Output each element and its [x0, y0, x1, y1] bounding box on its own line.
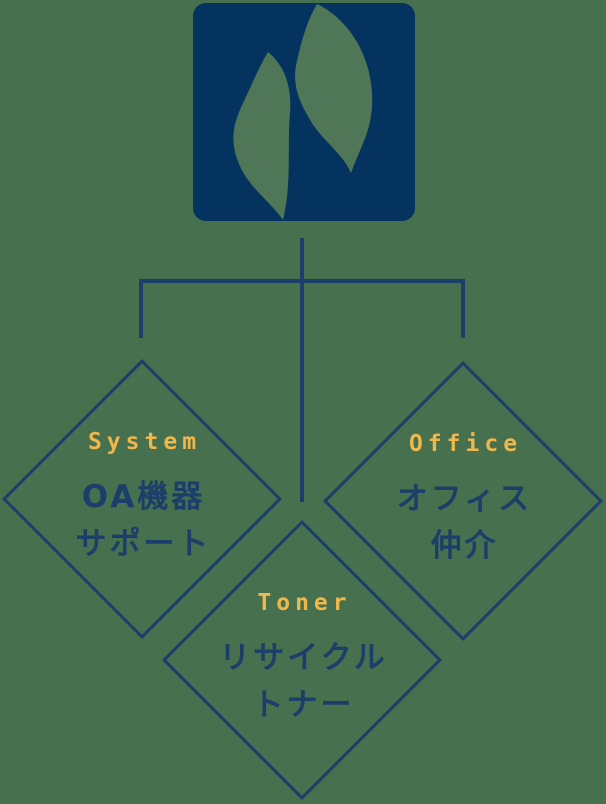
connector-right-drop-line [461, 279, 465, 338]
flame-icon [233, 4, 373, 220]
connector-left-drop-line [139, 279, 143, 338]
connector-horizontal-line [139, 279, 465, 283]
connector-trunk-line [300, 238, 304, 502]
company-logo [193, 3, 415, 221]
